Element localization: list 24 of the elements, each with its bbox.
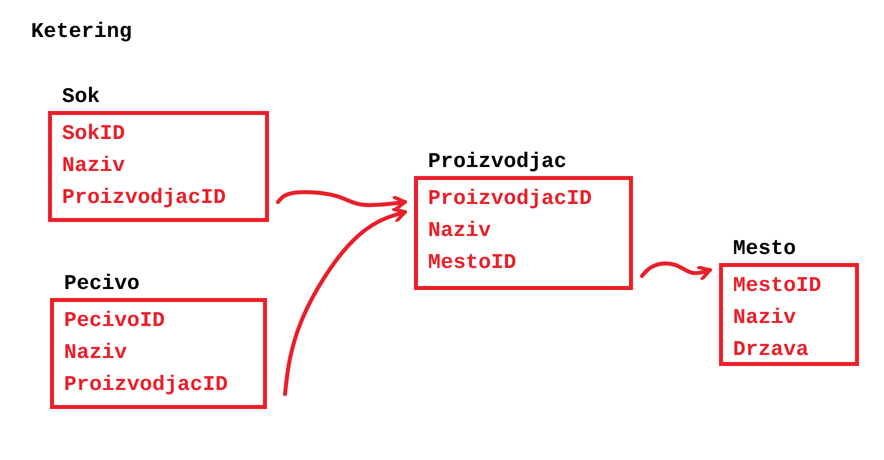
field-name: Naziv [64,341,128,367]
field-name: MestoID [428,251,518,277]
field-name: MestoID [733,274,822,300]
table-name: Proizvodjac [427,150,568,176]
field-name: Drzava [733,338,810,364]
field-name: Naziv [733,306,798,332]
table-name: Pecivo [63,272,141,298]
field-name: ProizvodjacID [428,187,593,213]
diagram-title: Ketering [31,21,132,44]
entity-table [414,150,633,290]
arrow [640,261,712,280]
field-name: Naziv [428,219,492,245]
entity-table [48,85,269,222]
field-name: PecivoID [64,309,166,335]
table-name: Sok [61,85,101,111]
entity-table [50,272,267,409]
field-name: ProizvodjacID [62,186,227,212]
field-name: Naziv [62,154,126,180]
arrow [276,190,407,211]
table-name: Mesto [732,237,798,263]
field-name: SokID [62,122,126,148]
entity-table [719,237,859,366]
field-name: ProizvodjacID [64,373,229,399]
arrow [283,207,407,396]
